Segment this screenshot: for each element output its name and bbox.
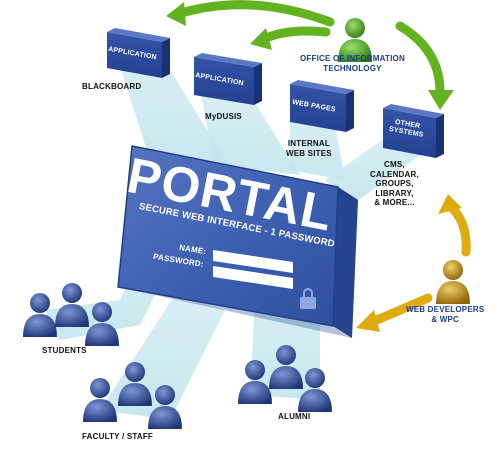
label-students: STUDENTS	[42, 346, 87, 355]
person-icon-alumni	[298, 368, 332, 412]
padlock-icon	[300, 288, 316, 309]
people-figures	[23, 18, 470, 429]
person-icon-faculty	[83, 378, 117, 422]
box-web-pages	[290, 80, 354, 132]
box-mydusis	[194, 53, 262, 105]
person-icon-faculty	[148, 385, 182, 429]
box-other-systems	[383, 104, 444, 158]
portal-panel	[117, 145, 358, 338]
label-alumni: ALUMNI	[278, 412, 311, 421]
gold-arrow-left-icon	[356, 293, 433, 332]
person-icon-alumni	[238, 360, 272, 404]
caption-mydusis: MyDUSIS	[205, 112, 242, 121]
label-oit: OFFICE OF INFORMATION TECHNOLOGY	[300, 54, 405, 73]
caption-blackboard: BLACKBOARD	[82, 82, 142, 91]
caption-internal-web-sites: INTERNAL WEB SITES	[286, 139, 332, 158]
caption-other-systems: CMS, CALENDAR, GROUPS, LIBRARY, & MORE..…	[370, 160, 419, 207]
person-icon-faculty	[118, 362, 152, 406]
green-arrow-left-icon	[166, 0, 335, 27]
box-blackboard	[107, 28, 170, 78]
beams-up	[118, 60, 420, 205]
green-arrow-mid-icon	[250, 26, 331, 50]
gold-arrow-up-icon	[438, 194, 471, 257]
person-icon-student	[85, 302, 119, 346]
label-web-developers: WEB DEVELOPERS & WPC	[406, 305, 485, 324]
person-icon-oit	[338, 18, 372, 62]
label-faculty-staff: FACULTY / STAFF	[82, 432, 153, 441]
green-arrow-down-icon	[395, 21, 454, 110]
person-icon-alumni	[269, 345, 303, 389]
person-icon-webdev	[436, 260, 470, 304]
person-icon-student	[23, 293, 57, 337]
person-icon-student	[55, 283, 89, 327]
